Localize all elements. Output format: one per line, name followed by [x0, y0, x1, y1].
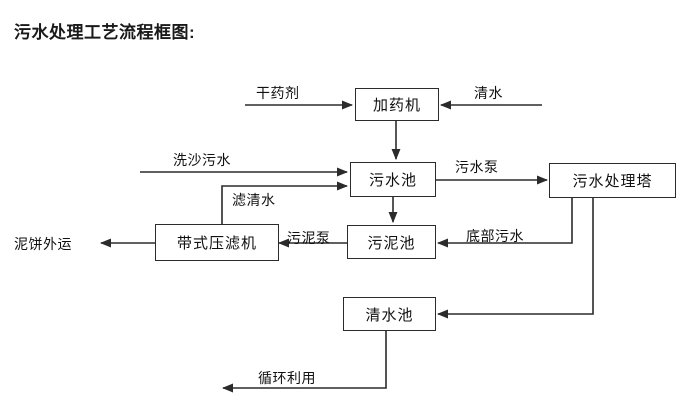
- node-label-sludge-pool: 污泥池: [367, 234, 416, 252]
- page-title: 污水处理工艺流程框图:: [14, 23, 196, 42]
- terminal-label-mud-cake-transport: 泥饼外运: [14, 236, 72, 252]
- node-label-clear-water-pool: 清水池: [365, 306, 414, 324]
- edge-label-clear-water-input: 清水: [474, 85, 503, 101]
- edge-label-sludge-pump: 污泥泵: [287, 230, 331, 246]
- edge-label-bottom-sewage: 底部污水: [466, 228, 524, 244]
- edge-label-filtered-clear-water: 滤清水: [232, 192, 276, 208]
- edge-label-dry-agent: 干药剂: [256, 85, 300, 101]
- node-belt-filter-press[interactable]: 带式压滤机: [155, 224, 279, 261]
- node-label-dosing-machine: 加药机: [372, 97, 421, 114]
- node-sewage-pool[interactable]: 污水池: [350, 162, 436, 197]
- connector-filtered-clear-water: [221, 181, 349, 224]
- connector-bottom-sewage: [436, 197, 573, 248]
- node-label-sewage-treatment-tower: 污水处理塔: [572, 173, 653, 190]
- node-sewage-treatment-tower[interactable]: 污水处理塔: [549, 163, 676, 198]
- edge-label-recycle-use: 循环利用: [258, 370, 316, 386]
- node-label-sewage-pool: 污水池: [368, 172, 417, 189]
- edge-label-sand-washing-sewage: 洗沙污水: [173, 152, 231, 168]
- connector-recycle-use: [221, 330, 387, 393]
- node-clear-water-pool[interactable]: 清水池: [343, 297, 436, 331]
- edge-label-sewage-pump: 污水泵: [455, 159, 499, 175]
- node-dosing-machine[interactable]: 加药机: [355, 88, 439, 121]
- connector-tower-to-clear-water-pool: [436, 197, 594, 319]
- node-sludge-pool[interactable]: 污泥池: [347, 225, 436, 259]
- node-label-belt-filter-press: 带式压滤机: [176, 235, 257, 252]
